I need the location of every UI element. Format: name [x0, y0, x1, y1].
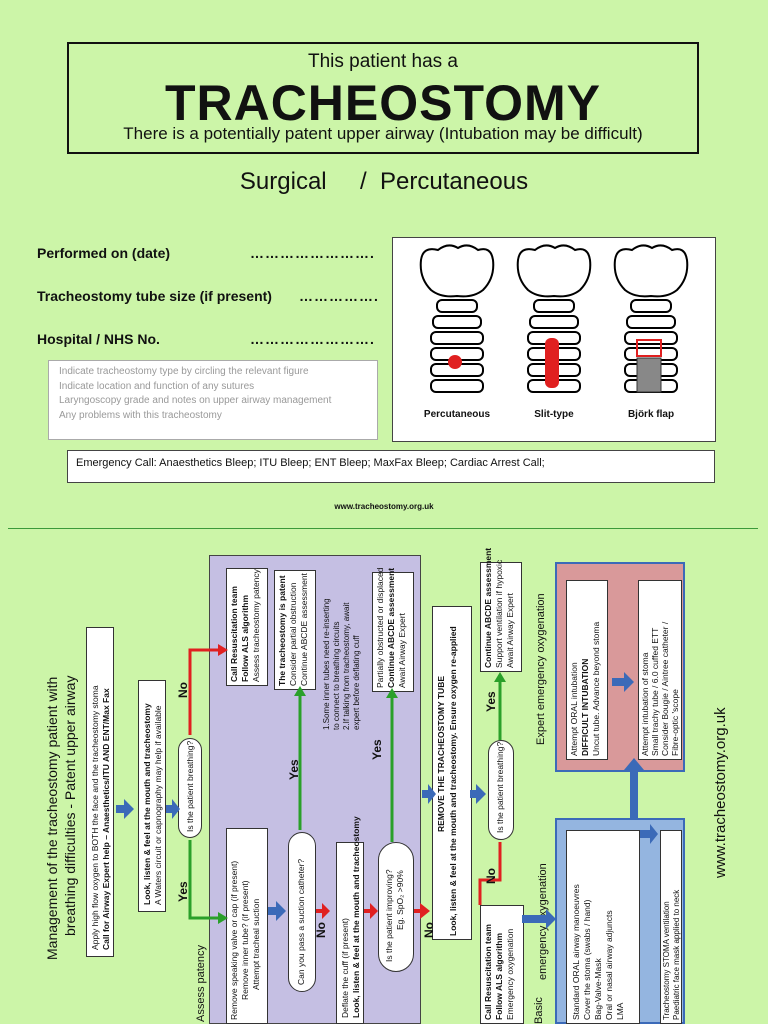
field-label: Performed on (date) [37, 245, 171, 261]
flow-patent-box [274, 570, 316, 690]
tracheostomy-figures: Percutaneous Slit-type Björk flap [392, 237, 716, 442]
field-hospital-no[interactable]: Hospital / NHS No. ……………………. [37, 331, 374, 347]
yes-label: Yes [287, 759, 301, 780]
field-label: Tracheostomy tube size (if present) [37, 288, 272, 304]
title-prefix: This patient has a [308, 51, 458, 72]
flow-arrows [116, 644, 658, 929]
field-tube-size[interactable]: Tracheostomy tube size (if present) …………… [37, 288, 378, 304]
red-arrows [188, 644, 502, 919]
flow-resus-box [226, 568, 268, 686]
flow-improving-question [378, 842, 414, 972]
flow-suction-question [288, 832, 316, 992]
divider [8, 528, 758, 529]
flow-deflate-box [336, 842, 364, 1024]
note-line: Laryngoscopy grade and notes on upper ai… [59, 395, 332, 406]
field-blank: ……………………. [250, 245, 375, 261]
note-line: Any problems with this tracheostomy [59, 409, 222, 421]
no-label: No [422, 922, 436, 938]
trachea-figure-bjork [613, 244, 689, 393]
flow-continue-box [480, 562, 522, 672]
note-line: Indicate location and function of any su… [59, 380, 255, 392]
trachea-figure-slit [516, 244, 592, 393]
yes-label: Yes [370, 739, 384, 760]
figure-label-slit[interactable]: Slit-type [534, 409, 574, 420]
flow-breathing-question [178, 738, 202, 838]
figure-label-percutaneous[interactable]: Percutaneous [423, 409, 491, 420]
flow-remove-valve-box [226, 828, 268, 1024]
flow-oral-intubation-box [566, 580, 608, 760]
green-arrows [188, 672, 506, 924]
emergency-call-box: Emergency Call: Anaesthetics Bleep; ITU … [67, 450, 715, 483]
field-blank: ……………………. [250, 331, 375, 347]
website-link[interactable]: www.tracheostomy.org.uk [334, 502, 434, 511]
flow-look-box [138, 680, 166, 912]
flow-partial-box [372, 572, 414, 692]
no-label: No [314, 922, 328, 938]
yes-label: Yes [176, 881, 190, 902]
title-subtitle: There is a potentially patent upper airw… [123, 124, 643, 143]
flow-start-box [86, 627, 114, 957]
trachea-figure-percutaneous [419, 244, 495, 393]
figure-label-bjork[interactable]: Björk flap [627, 409, 675, 420]
note-line: Indicate tracheostomy type by circling t… [59, 366, 309, 377]
blue-arrows [116, 672, 658, 929]
field-performed-date[interactable]: Performed on (date) ……………………. [37, 245, 374, 261]
flow-breathing-question-2 [488, 740, 514, 840]
flow-stoma-intubation-box [638, 580, 682, 760]
no-label: No [176, 682, 190, 698]
field-label: Hospital / NHS No. [37, 331, 160, 347]
title-box: This patient has a TRACHEOSTOMY There is… [67, 42, 699, 154]
trachea-illustrations [419, 244, 689, 393]
notes-box[interactable]: Indicate tracheostomy type by circling t… [48, 360, 378, 440]
field-blank: ……………. [299, 288, 379, 304]
page-title: TRACHEOSTOMY [164, 75, 602, 131]
no-label: No [484, 868, 498, 884]
flow-remove-tube-box [432, 606, 472, 940]
yes-label: Yes [484, 691, 498, 712]
tracheostomy-type-options[interactable]: Surgical / Percutaneous [239, 168, 529, 195]
emergency-call-text: Emergency Call: Anaesthetics Bleep; ITU … [76, 457, 545, 469]
flow-oral-airway-box [566, 830, 640, 1024]
